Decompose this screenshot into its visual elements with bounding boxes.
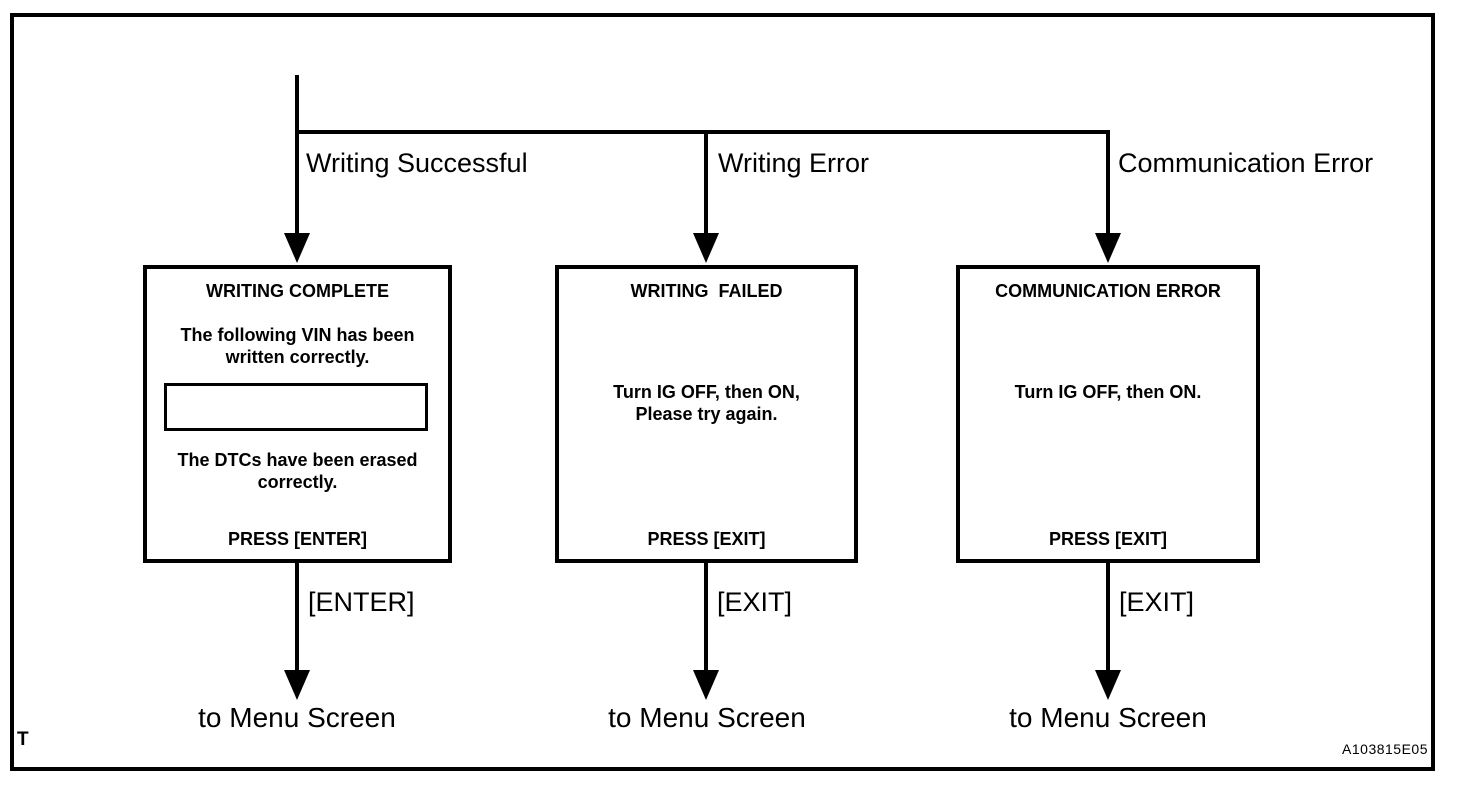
branch-2-stem-line <box>704 130 708 234</box>
communication-error-box: COMMUNICATION ERROR Turn IG OFF, then ON… <box>956 265 1260 563</box>
box-body-text: The DTCs have been erased correctly. <box>177 450 418 492</box>
exit-3-stem-line <box>1106 563 1110 670</box>
exit-1-stem-line <box>295 563 299 670</box>
branch-condition-label: Communication Error <box>1118 148 1374 178</box>
box-title: WRITING FAILED <box>630 281 783 301</box>
vin-display-field <box>164 383 428 431</box>
flow-branch-horizontal-line <box>295 130 1110 134</box>
writing-complete-box: WRITING COMPLETE The following VIN has b… <box>143 265 452 563</box>
branch-3-stem-line <box>1106 130 1110 234</box>
arrowhead-down-icon <box>1095 233 1121 263</box>
page-frame <box>10 13 1435 771</box>
key-press-label: [EXIT] <box>717 587 793 617</box>
exit-2-stem-line <box>704 563 708 670</box>
box-title: COMMUNICATION ERROR <box>995 281 1221 301</box>
press-instruction: PRESS [ENTER] <box>227 529 368 549</box>
arrowhead-down-icon <box>693 670 719 700</box>
branch-1-stem-line <box>295 130 299 234</box>
press-instruction: PRESS [EXIT] <box>1048 529 1168 549</box>
box-body-text: Turn IG OFF, then ON, Please try again. <box>613 382 800 424</box>
writing-failed-box: WRITING FAILED Turn IG OFF, then ON, Ple… <box>555 265 858 563</box>
figure-code: A103815E05 <box>1342 741 1428 757</box>
arrowhead-down-icon <box>284 233 310 263</box>
box-body-text: The following VIN has been written corre… <box>180 325 415 367</box>
press-instruction: PRESS [EXIT] <box>647 529 766 549</box>
key-press-label: [ENTER] <box>308 587 415 617</box>
key-press-label: [EXIT] <box>1119 587 1195 617</box>
arrowhead-down-icon <box>693 233 719 263</box>
box-body-text: Turn IG OFF, then ON. <box>1014 382 1202 402</box>
branch-condition-label: Writing Successful <box>306 148 528 178</box>
destination-label: to Menu Screen <box>1009 702 1207 733</box>
arrowhead-down-icon <box>1095 670 1121 700</box>
branch-condition-label: Writing Error <box>718 148 870 178</box>
destination-label: to Menu Screen <box>608 702 806 733</box>
page-corner-letter: T <box>17 729 29 750</box>
box-title: WRITING COMPLETE <box>206 281 389 301</box>
flow-inlet-line <box>295 75 299 134</box>
destination-label: to Menu Screen <box>198 702 396 733</box>
arrowhead-down-icon <box>284 670 310 700</box>
